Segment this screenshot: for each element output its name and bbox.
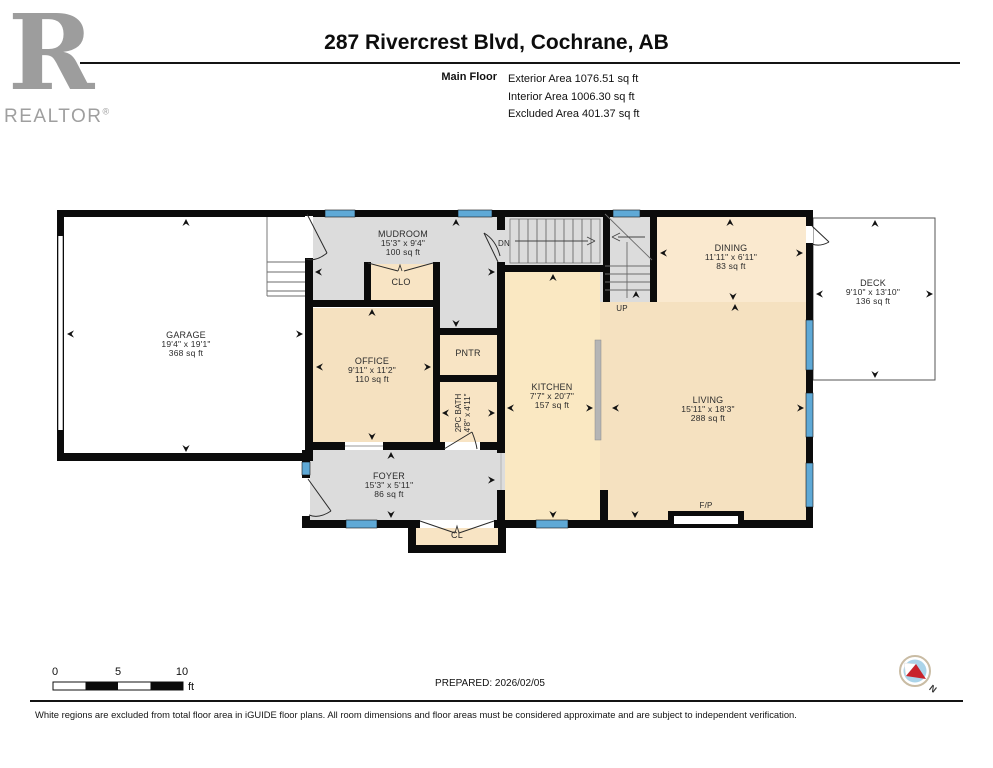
room-dims: 15'3" x 5'11" bbox=[364, 480, 414, 490]
room-label-garage: GARAGE 19'4" x 19'1" 368 sq ft bbox=[161, 331, 210, 358]
room-name: OFFICE bbox=[354, 356, 390, 366]
scale-tick-5: 5 bbox=[114, 666, 122, 678]
compass-north-label: N bbox=[927, 683, 938, 695]
room-dims: 15'3" x 9'4" bbox=[380, 238, 426, 248]
room-dims: 9'11" x 11'2" bbox=[348, 365, 396, 375]
room-label-deck: DECK 9'10" x 13'10" 136 sq ft bbox=[846, 279, 900, 306]
prepared-date: PREPARED: 2026/02/05 bbox=[435, 678, 545, 689]
window-icons bbox=[301, 209, 814, 529]
room-label-mudroom: MUDROOM 15'3" x 9'4" 100 sq ft bbox=[378, 230, 428, 257]
kitchen-island bbox=[594, 339, 602, 441]
room-area: 86 sq ft bbox=[374, 489, 404, 499]
room-label-foyer: FOYER 15'3" x 5'11" 86 sq ft bbox=[365, 472, 414, 499]
room-name: FOYER bbox=[372, 471, 405, 481]
room-area: 288 sq ft bbox=[690, 413, 726, 423]
scale-bar bbox=[52, 681, 184, 691]
room-name: GARAGE bbox=[166, 330, 206, 340]
room-name: LIVING bbox=[692, 395, 724, 405]
room-name: PNTR bbox=[455, 348, 481, 358]
fireplace-icon bbox=[668, 511, 744, 528]
scale-tick-10: 10 bbox=[175, 666, 189, 678]
fireplace-label: F/P bbox=[699, 501, 712, 510]
room-name: MUDROOM bbox=[378, 229, 428, 239]
room-area: 100 sq ft bbox=[385, 247, 421, 257]
stairs-dn-label: DN bbox=[498, 239, 510, 248]
room-label-dining: DINING 11'11" x 6'11" 83 sq ft bbox=[705, 244, 757, 271]
stair-direction: DN bbox=[498, 239, 510, 248]
room-dims: 11'11" x 6'11" bbox=[704, 252, 758, 262]
room-dims: 4'8" x 4'11" bbox=[463, 393, 472, 433]
room-name: CLO bbox=[391, 277, 411, 287]
room-area: 110 sq ft bbox=[355, 374, 389, 384]
room-name: DINING bbox=[714, 243, 748, 253]
realtor-logo-text: REALTOR bbox=[4, 106, 103, 127]
floor-label: Main Floor bbox=[441, 71, 497, 83]
excluded-area: Excluded Area 401.37 sq ft bbox=[508, 108, 640, 120]
room-label-pntr: PNTR bbox=[455, 349, 480, 358]
exterior-area: Exterior Area 1076.51 sq ft bbox=[508, 73, 639, 85]
room-dims: 7'7" x 20'7" bbox=[529, 391, 575, 401]
interior-area: Interior Area 1006.30 sq ft bbox=[508, 90, 635, 103]
room-name: DECK bbox=[860, 278, 886, 288]
registered-mark: ® bbox=[102, 106, 111, 117]
disclaimer-text: White regions are excluded from total fl… bbox=[35, 709, 797, 720]
header-divider bbox=[80, 62, 960, 64]
room-name: 2PC BATH bbox=[454, 393, 463, 433]
scale-tick-0: 0 bbox=[51, 666, 59, 678]
room-area: 157 sq ft bbox=[534, 400, 570, 410]
room-name: F/P bbox=[699, 501, 713, 510]
door-swings bbox=[305, 213, 830, 534]
room-dims: 9'10" x 13'10" bbox=[845, 287, 901, 297]
room-dims: 19'4" x 19'1" bbox=[161, 339, 211, 349]
compass-icon: N bbox=[899, 655, 939, 695]
room-area: 83 sq ft bbox=[716, 261, 746, 271]
room-dims: 15'11" x 18'3" bbox=[681, 404, 735, 414]
area-stats: Exterior Area 1076.51 sq ft Interior Are… bbox=[508, 71, 639, 124]
realtor-logo-word: REALTOR® bbox=[4, 106, 111, 128]
room-label-clo: CLO bbox=[391, 278, 410, 287]
room-name: CL bbox=[451, 530, 463, 540]
stair-direction: UP bbox=[616, 304, 628, 313]
stairs-up-label: UP bbox=[616, 304, 628, 313]
room-area: 136 sq ft bbox=[855, 296, 891, 306]
garage-steps bbox=[266, 217, 305, 297]
room-label-bath: 2PC BATH 4'8" x 4'11" bbox=[454, 394, 472, 433]
scale-unit: ft bbox=[188, 681, 195, 693]
room-label-cl: CL bbox=[451, 531, 463, 540]
room-name: KITCHEN bbox=[531, 382, 573, 392]
realtor-logo-icon: R bbox=[8, 0, 95, 114]
room-label-living: LIVING 15'11" x 18'3" 288 sq ft bbox=[681, 396, 735, 423]
room-label-kitchen: KITCHEN 7'7" x 20'7" 157 sq ft bbox=[530, 383, 574, 410]
room-label-office: OFFICE 9'11" x 11'2" 110 sq ft bbox=[348, 357, 396, 384]
stairs-up bbox=[604, 213, 653, 298]
stairs-down bbox=[509, 218, 601, 264]
page-title: 287 Rivercrest Blvd, Cochrane, AB bbox=[324, 31, 669, 54]
room-area: 368 sq ft bbox=[168, 348, 204, 358]
